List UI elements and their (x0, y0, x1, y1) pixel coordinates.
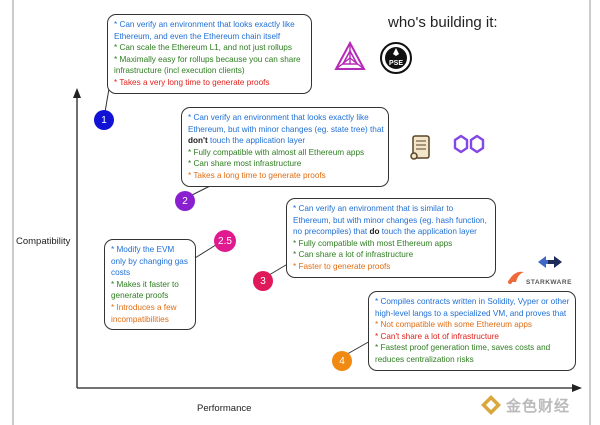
marker-2-5: 2.5 (214, 230, 236, 252)
watermark-text: 金色财经 (506, 397, 571, 415)
callout-2-bold-word: don't (188, 136, 208, 146)
triangle-logo-icon (334, 40, 366, 70)
starkware-logo: STARKWARE (508, 271, 572, 286)
callout-2-line: * Takes a long time to generate proofs (188, 170, 326, 180)
x-axis-label: Performance (197, 403, 252, 414)
callout-3-line: * Fully compatible with most Ethereum ap… (293, 238, 453, 248)
scroll-logo-icon (410, 135, 430, 160)
marker-3: 3 (253, 271, 273, 291)
callout-1-line: * Takes a very long time to generate pro… (114, 77, 270, 87)
callout-2-5-line: * Modify the EVM (111, 245, 175, 254)
marker-1: 1 (94, 110, 114, 130)
marker-1-label: 1 (101, 114, 107, 126)
marker-4: 4 (332, 351, 352, 371)
x-axis-arrowhead (572, 384, 582, 392)
callout-2-line-with-bold: don't touch the application layer (188, 135, 382, 147)
callout-4-line: * Fastest proof generation time, saves c… (375, 343, 551, 353)
marker-2-label: 2 (182, 195, 188, 207)
callout-3-line-with-bold: no precompiles) that do touch the applic… (293, 226, 489, 238)
callout-3-line-rest: touch the application layer (381, 227, 477, 237)
pse-logo: PSE (380, 42, 412, 74)
callout-2-5-line: costs (111, 268, 131, 278)
polygon-logo-icon (453, 134, 485, 154)
zksync-arrows-logo-icon (538, 256, 562, 268)
callout-1-line: * Can verify an environment that looks e… (114, 20, 295, 29)
y-axis-label: Compatibility (16, 236, 71, 247)
callout-4: * Compiles contracts written in Solidity… (368, 291, 576, 371)
callout-2-line: * Can verify an environment that looks e… (188, 113, 369, 122)
callout-1-line: Ethereum, and even the Ethereum chain it… (114, 31, 281, 41)
callout-4-line: * Can't share a lot of infrastructure (375, 331, 499, 341)
callout-2-5-line: generate proofs (111, 291, 169, 301)
callout-2-5: * Modify the EVM only by changing gas co… (104, 239, 196, 331)
callout-2-5-line: only by changing gas (111, 256, 188, 266)
callout-4-line: * Not compatible with some Ethereum apps (375, 320, 533, 330)
callout-1: * Can verify an environment that looks e… (107, 14, 312, 94)
marker-2: 2 (175, 191, 195, 211)
starkware-logo-text: STARKWARE (526, 279, 572, 286)
callout-3-line: * Can verify an environment that is simi… (293, 204, 454, 213)
callout-2-5-line: incompatibilities (111, 314, 169, 324)
callout-2-5-line: * Introduces a few (111, 302, 177, 312)
callout-2-line: * Can share most infrastructure (188, 159, 302, 169)
callout-4-line: high-level langs to a specialized VM, an… (375, 308, 567, 318)
callout-2-line-rest: touch the application layer (209, 136, 306, 146)
marker-4-label: 4 (339, 355, 345, 367)
callout-3: * Can verify an environment that is simi… (286, 198, 496, 278)
marker-3-label: 3 (260, 275, 266, 287)
callout-2-line: Ethereum, but with minor changes (eg. st… (188, 124, 384, 134)
marker-2-5-label: 2.5 (218, 235, 232, 247)
y-axis-arrowhead (73, 88, 81, 98)
callout-1-line: infrastructure (incl execution clients) (114, 66, 245, 76)
pse-logo-text: PSE (389, 60, 403, 67)
callout-2-line: * Fully compatible with almost all Ether… (188, 147, 365, 157)
callout-2: * Can verify an environment that looks e… (181, 107, 389, 187)
watermark-logo-icon (481, 395, 501, 415)
watermark: 金色财经 (480, 394, 570, 416)
callout-1-line: * Can scale the Ethereum L1, and not jus… (114, 43, 292, 53)
callout-4-line: reduces centralization risks (375, 354, 474, 364)
callout-3-line: * Can share a lot of infrastructure (293, 250, 414, 260)
callout-3-bold-word: do (369, 227, 380, 237)
page-title: who's building it: (388, 14, 498, 31)
callout-3-line: Ethereum, but with minor changes (eg. ha… (293, 215, 487, 225)
callout-2-5-line: * Makes it faster to (111, 279, 179, 289)
callout-3-line-start: no precompiles) that (293, 227, 368, 237)
callout-1-line: * Maximally easy for rollups because you… (114, 54, 301, 64)
callout-3-line: * Faster to generate proofs (293, 261, 391, 271)
callout-4-line: * Compiles contracts written in Solidity… (375, 297, 570, 306)
